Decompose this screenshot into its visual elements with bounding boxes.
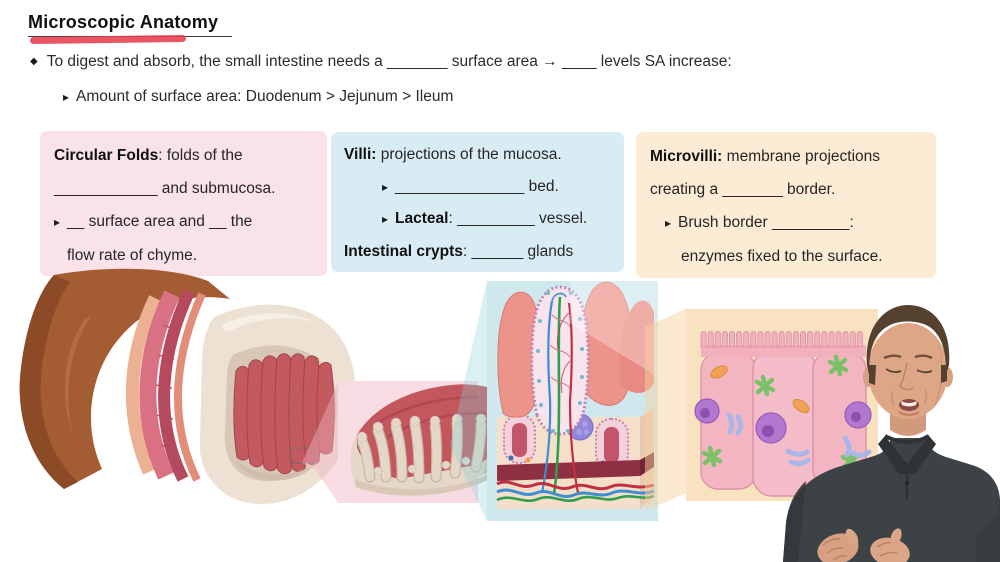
card-line: ▸ Brush border _________: — [665, 206, 936, 240]
intestine-segment-illustration — [19, 268, 357, 505]
triangle-bullet-icon: ▸ — [382, 212, 389, 226]
card-line: flow rate of chyme. — [67, 247, 198, 264]
diamond-bullet-icon: ◆ — [30, 56, 38, 67]
card-term: Intestinal crypts — [344, 242, 463, 260]
card-term: Lacteal — [395, 210, 449, 227]
card-text: projections of the mucosa. — [376, 146, 562, 163]
triangle-bullet-icon: ▸ — [63, 90, 70, 104]
presenter-head — [868, 323, 948, 419]
vein-vessel — [540, 300, 554, 494]
card-circular-folds: Circular Folds: folds of the ___________… — [40, 131, 327, 276]
card-title: Microvilli: — [650, 148, 723, 165]
cell-nucleus — [694, 398, 872, 444]
brush-border-microvilli — [700, 331, 863, 348]
sub-bullet-text: Amount of surface area: Duodenum > Jejun… — [76, 88, 454, 105]
card-line: Intestinal crypts: ______ glands — [344, 236, 624, 268]
muscularis-band — [497, 460, 640, 481]
card-text: _______________ bed. — [395, 177, 559, 195]
main-bullet-text: To digest and absorb, the small intestin… — [46, 53, 732, 70]
sub-bullet-line: ▸ Amount of surface area: Duodenum > Jeju… — [63, 88, 453, 106]
triangle-bullet-icon: ▸ — [382, 179, 389, 194]
card-text: membrane projections — [722, 148, 881, 165]
page-title-block: Microscopic Anatomy — [28, 12, 233, 45]
presenter-figure — [783, 305, 1000, 562]
lacteal-vessel — [552, 296, 562, 496]
card-title: Circular Folds — [54, 147, 159, 164]
lavender-organelles — [726, 412, 872, 467]
card-text: : ______ glands — [462, 242, 574, 260]
zoom-link-villi — [450, 281, 487, 521]
intestinal-crypts — [503, 414, 629, 470]
anatomy-illustrations — [19, 268, 1000, 562]
card-text: __ surface area and __ the — [67, 213, 253, 230]
card-title: Villi: — [344, 146, 377, 163]
title-red-marker-underline — [29, 34, 187, 45]
villi-fingers — [356, 417, 487, 484]
page-title: Microscopic Anatomy — [28, 12, 233, 37]
card-line: enzymes fixed to the surface. — [681, 248, 883, 265]
card-line: ▸ _______________ bed. — [382, 171, 624, 204]
card-villi: Villi: projections of the mucosa. ▸ _____… — [331, 132, 624, 272]
presenter-shirt — [783, 438, 1000, 562]
card-line: creating a _______ border. — [650, 181, 836, 198]
card-line: Microvilli: membrane projections — [650, 140, 936, 173]
orange-organelle — [710, 365, 728, 379]
presenter-eyes-closed — [885, 368, 933, 374]
triangle-bullet-icon: ▸ — [665, 216, 672, 230]
zoom-link-microvilli — [645, 309, 686, 511]
card-line: ____________ and submucosa. — [54, 180, 276, 197]
villus-cross-section-illustration — [487, 281, 658, 521]
card-line: Villi: projections of the mucosa. — [344, 139, 624, 171]
presenter-hair — [866, 305, 950, 375]
artery-vessel — [567, 302, 580, 494]
card-text: : folds of the — [158, 147, 243, 164]
zoom-region-marker — [289, 447, 316, 464]
orange-organelle — [792, 398, 810, 414]
card-line: ▸ __ surface area and __ the — [54, 205, 327, 239]
card-text: : _________ vessel. — [448, 210, 588, 227]
triangle-bullet-icon: ▸ — [54, 215, 61, 229]
circular-folds — [233, 353, 335, 475]
card-line: Circular Folds: folds of the — [54, 139, 327, 172]
card-text: Brush border _________: — [678, 214, 854, 231]
card-line: ▸ Lacteal: _________ vessel. — [382, 203, 624, 236]
shirt-collar — [878, 436, 936, 474]
main-bullet-line: ◆ To digest and absorb, the small intesti… — [30, 53, 732, 71]
card-microvilli: Microvilli: membrane projections creatin… — [636, 132, 936, 278]
